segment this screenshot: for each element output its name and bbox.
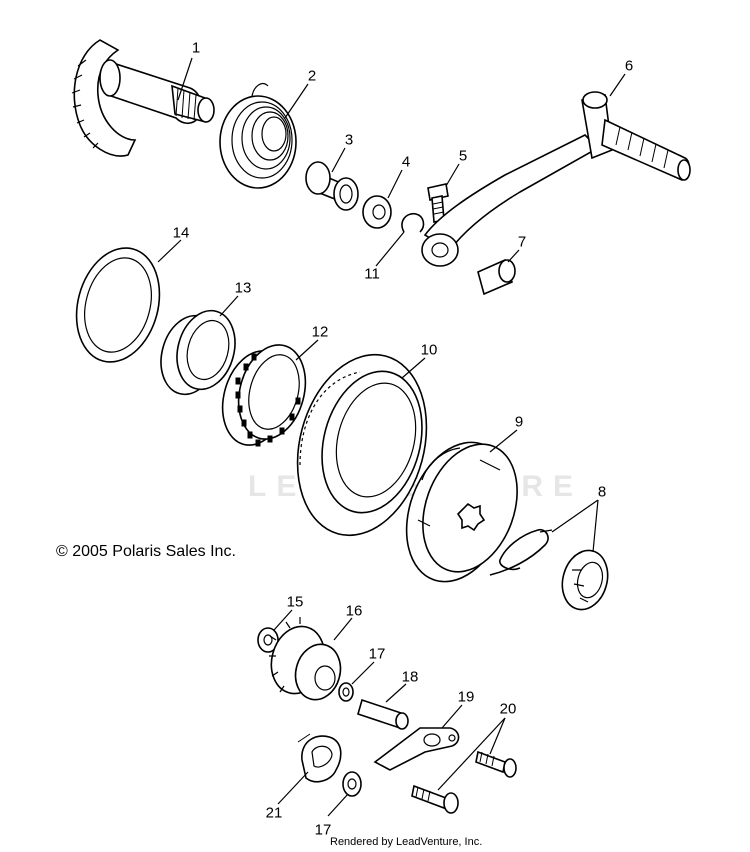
callout-6: 6 — [624, 57, 634, 75]
part-3-bushing — [305, 161, 359, 211]
callout-2: 2 — [307, 67, 317, 85]
callout-3: 3 — [344, 131, 354, 149]
rendered-by-text: Rendered by LeadVenture, Inc. — [330, 836, 483, 848]
callout-7: 7 — [517, 233, 527, 251]
part-7-cap — [477, 258, 516, 296]
part-6-kick-lever — [421, 91, 691, 267]
part-12-needle-bearing — [221, 344, 307, 447]
callout-12: 12 — [311, 323, 329, 341]
callout-19: 19 — [457, 688, 475, 706]
callout-17-bottom: 17 — [314, 821, 332, 839]
callout-15: 15 — [286, 593, 304, 611]
copyright-text: © 2005 Polaris Sales Inc. — [56, 543, 236, 560]
part-13-ring — [160, 309, 236, 396]
callout-9: 9 — [514, 413, 524, 431]
part-4-washer — [362, 195, 392, 229]
part-20-screw-a — [475, 750, 517, 778]
part-2-spring — [219, 83, 297, 189]
callout-1: 1 — [191, 39, 201, 57]
callout-18: 18 — [401, 668, 419, 686]
callout-21: 21 — [265, 804, 283, 822]
callout-14: 14 — [172, 224, 190, 242]
part-17-washer-a — [338, 682, 354, 702]
part-21-guide — [297, 733, 342, 783]
callout-8: 8 — [597, 483, 607, 501]
callout-16: 16 — [345, 602, 363, 620]
part-14-ring — [75, 247, 161, 363]
part-1-kick-shaft — [71, 39, 215, 157]
callout-4: 4 — [401, 153, 411, 171]
part-9-clutch — [405, 441, 518, 583]
callout-11: 11 — [364, 265, 380, 283]
part-11-circlip — [401, 212, 425, 233]
callout-13: 13 — [234, 279, 252, 297]
part-18-pin — [357, 698, 409, 730]
part-8-clip-gear — [489, 528, 609, 611]
part-19-lever-plate — [373, 727, 460, 771]
part-5-bolt — [427, 183, 449, 223]
part-20-screw-b — [411, 784, 459, 814]
part-16-double-gear — [269, 617, 342, 701]
leader-lines — [157, 57, 626, 817]
callout-20: 20 — [499, 700, 517, 718]
callout-10: 10 — [420, 341, 438, 359]
part-10-ring-gear — [296, 353, 428, 537]
part-17-washer-b — [342, 771, 362, 797]
callout-17-top: 17 — [368, 645, 386, 663]
callout-5: 5 — [458, 147, 468, 165]
